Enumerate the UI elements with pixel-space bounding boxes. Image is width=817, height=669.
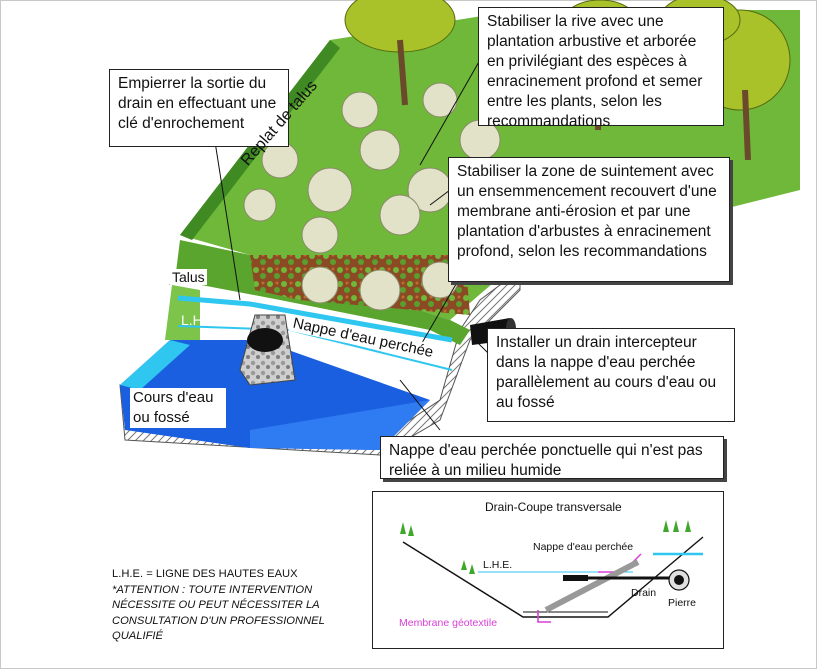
inset-lhe: L.H.E.: [483, 559, 513, 571]
shrubs: [243, 82, 501, 254]
inset-title: Drain-Coupe transversale: [485, 500, 622, 514]
label-cours-eau: Cours d'eau ou fossé: [130, 388, 226, 428]
inset-nappe: Nappe d'eau perchée: [533, 541, 634, 553]
label-lhe: L.H.E.: [181, 312, 220, 328]
callout-stabiliser-rive: Stabiliser la rive avec une plantation a…: [478, 7, 724, 130]
zone-de-suintement: [250, 255, 470, 315]
label-talus: Talus: [170, 269, 207, 285]
inset-membrane: Membrane géotextile: [399, 617, 498, 629]
callout-nappe-ponctuelle: Nappe d'eau perchée ponctuelle qui n'est…: [380, 436, 724, 479]
inset-pierre: Pierre: [668, 597, 697, 609]
note-attention: *ATTENTION : TOUTE INTERVENTION NÉCESSIT…: [112, 583, 325, 643]
notes-block: L.H.E. = LIGNE DES HAUTES EAUX *ATTENTIO…: [112, 567, 337, 645]
callout-zone-suintement: Stabiliser la zone de suintement avec un…: [448, 157, 730, 282]
inset-drain: Drain: [631, 587, 657, 599]
cross-section-diagram: [400, 520, 704, 623]
inset-drain-coupe: Drain-Coupe transversale Nappe d'eau per…: [372, 491, 724, 649]
note-lhe-definition: L.H.E. = LIGNE DES HAUTES EAUX: [112, 568, 298, 580]
callout-drain-intercepteur: Installer un drain intercepteur dans la …: [487, 328, 735, 422]
callout-empierrer: Empierrer la sortie du drain en effectua…: [109, 69, 289, 147]
